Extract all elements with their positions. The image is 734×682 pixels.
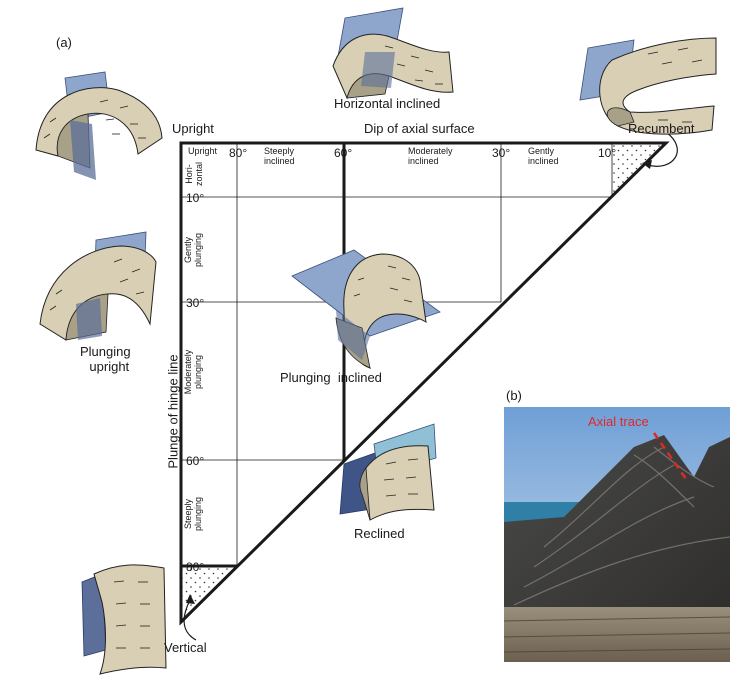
dip-tick-60: 60°: [334, 146, 353, 160]
horizontal-inclined-label: Horizontal inclined: [334, 96, 441, 111]
reclined-fold-icon: [339, 423, 437, 521]
vertical-fold-icon: [81, 564, 167, 675]
recumbent-arrow: [647, 131, 678, 167]
reclined-label: Reclined: [354, 526, 405, 541]
recumbent-corner-label: Recumbent: [628, 121, 695, 136]
horizontal-inclined-fold-icon: [332, 7, 454, 100]
left-axis-title: Plunge of hinge line: [165, 354, 181, 469]
vertical-arrowhead: [186, 594, 195, 604]
grid-lines: [181, 143, 613, 566]
vertical-corner-label: Vertical: [164, 640, 207, 655]
recumbent-fold-icon: [579, 37, 717, 135]
plunge-tick-30: 30°: [186, 296, 205, 310]
upright-corner-label: Upright: [172, 121, 214, 136]
plunge-tick-60: 60°: [186, 454, 205, 468]
plunge-class-horizontal: Hori-zontal: [184, 161, 204, 187]
plunging-inclined-label: Plunging inclined: [280, 370, 382, 385]
axial-trace-label: Axial trace: [588, 414, 649, 429]
plunging-upright-fold-icon: [39, 231, 157, 341]
dip-tick-10: 10°: [598, 146, 617, 160]
recumbent-arrowhead: [642, 160, 652, 169]
dip-tick-30: 30°: [492, 146, 511, 160]
plunging-inclined-fold-icon: [291, 249, 441, 369]
dip-tick-80: 80°: [229, 146, 248, 160]
plunge-tick-80: 80°: [186, 560, 205, 574]
dip-class-upright: Upright: [188, 146, 218, 156]
top-axis-title: Dip of axial surface: [364, 121, 475, 136]
axial-trace-line: [652, 432, 688, 480]
upright-fold-icon: [35, 71, 163, 180]
panel-b-label: (b): [506, 388, 522, 403]
outcrop-photo: [503, 407, 731, 662]
panel-a-label: (a): [56, 35, 72, 50]
plunge-tick-10: 10°: [186, 191, 205, 205]
